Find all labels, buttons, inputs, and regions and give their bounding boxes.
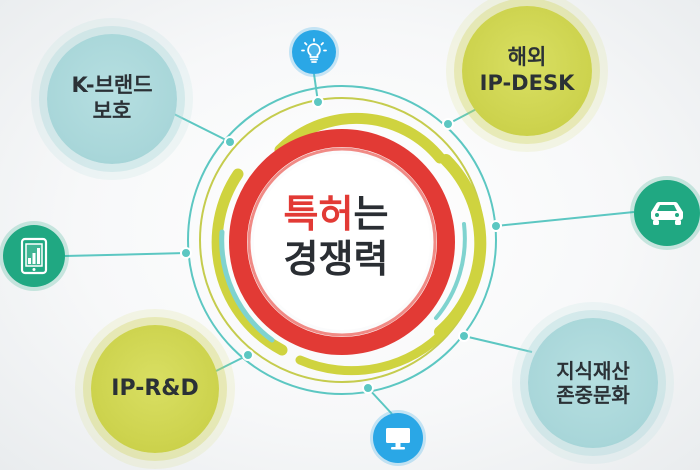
center-title-line1: 특허는: [284, 192, 389, 237]
connector-dot: [490, 220, 502, 232]
center-disc: [254, 154, 430, 330]
yellow-arc-right: [434, 154, 487, 338]
node-ip-respect-culture: 지식재산 존중문화: [528, 318, 658, 448]
connector-dot: [442, 118, 454, 130]
connector-dot: [180, 247, 192, 259]
connector-k-brand: [169, 111, 231, 143]
node-k-brand: K-브랜드 보호: [47, 34, 177, 164]
connector-tablet: [64, 252, 187, 257]
red-ring-outer: [229, 129, 455, 355]
node-ip-rd: IP-R&D: [91, 325, 219, 453]
connector-dot: [312, 96, 324, 108]
node-ip-rd-label: IP-R&D: [111, 375, 199, 401]
yellow-arc-bottom: [295, 325, 451, 376]
connector-dot: [224, 136, 236, 148]
outer-ring: [187, 85, 497, 395]
teal-arc-left: [219, 229, 275, 343]
teal-arc-right: [434, 222, 467, 320]
connector-car: [495, 211, 635, 227]
yellow-arc-top: [274, 112, 446, 164]
red-ring-glow: [247, 147, 437, 337]
node-overseas-ip-desk: 해외 IP-DESK: [462, 6, 592, 136]
tablet-chart-icon: [3, 225, 65, 287]
connector-respect: [463, 335, 533, 353]
center-title: 특허는 경쟁력: [241, 182, 431, 292]
node-k-brand-label: K-브랜드 보호: [71, 73, 153, 123]
monitor-icon: [373, 413, 423, 463]
center-suffix: 는: [353, 192, 389, 237]
connector-dot: [458, 330, 470, 342]
connector-dot: [362, 382, 374, 394]
center-highlight: 특허: [283, 192, 354, 237]
node-overseas-label: 해외 IP-DESK: [479, 45, 575, 95]
car-icon: [634, 180, 700, 246]
center-title-line2: 경쟁력: [283, 237, 389, 281]
yellow-arc-left: [211, 168, 288, 356]
node-respect-label: 지식재산 존중문화: [556, 358, 630, 407]
connector-dot: [242, 349, 254, 361]
lightbulb-icon: [292, 30, 336, 74]
